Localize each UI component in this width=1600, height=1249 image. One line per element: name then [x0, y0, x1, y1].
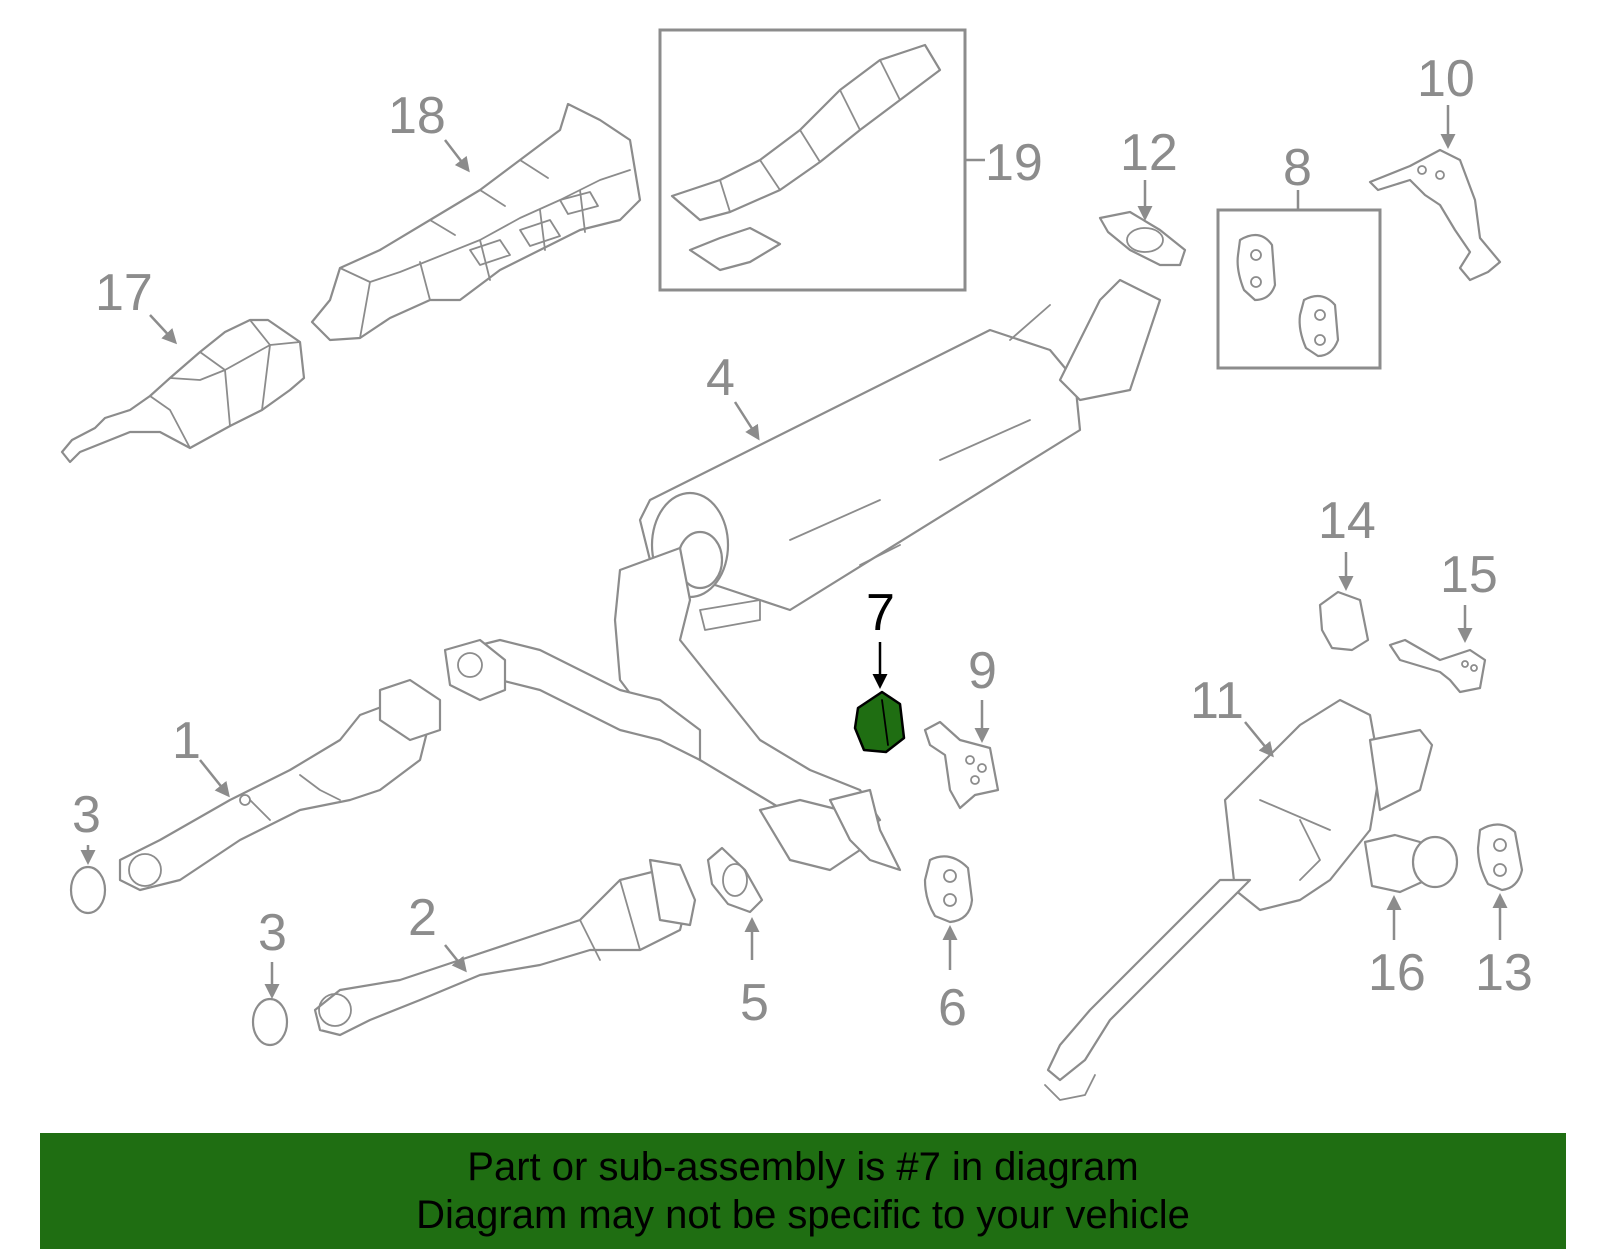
part-6-hanger [923, 855, 974, 924]
callout-10: 10 [1417, 50, 1475, 108]
part-7-highlighted [853, 690, 906, 754]
part-3-gasket-lower [251, 997, 289, 1047]
callout-7: 7 [866, 584, 895, 642]
callout-8: 8 [1283, 139, 1312, 197]
part-17-heat-shield [60, 318, 306, 464]
callout-2: 2 [408, 889, 437, 947]
callout-13: 13 [1475, 944, 1533, 1002]
callout-3-lower: 3 [258, 904, 287, 962]
callout-18: 18 [388, 87, 446, 145]
part-1-front-pipe [118, 678, 442, 892]
callout-6: 6 [938, 979, 967, 1037]
callout-17: 17 [95, 264, 153, 322]
banner-line-2: Diagram may not be specific to your vehi… [416, 1193, 1190, 1237]
part-19-box [658, 28, 967, 292]
arrow-4 [733, 401, 760, 441]
callout-3-upper: 3 [72, 786, 101, 844]
part-8-box [1216, 208, 1382, 370]
part-16-hanger [1363, 833, 1459, 894]
callout-4: 4 [706, 349, 735, 407]
part-10-bracket [1368, 148, 1502, 282]
callout-11: 11 [1190, 672, 1244, 730]
arrow-1 [199, 759, 230, 798]
part-9-bracket [923, 720, 1000, 810]
arrow-11 [1244, 721, 1274, 758]
part-3-gasket-upper [69, 865, 107, 915]
callout-5: 5 [740, 974, 769, 1032]
part-info-banner: Part or sub-assembly is #7 in diagram Di… [40, 1133, 1566, 1249]
callout-19: 19 [985, 134, 1043, 192]
part-18-heat-shield [310, 102, 642, 342]
part-12-gasket [1098, 210, 1187, 267]
callout-16: 16 [1368, 944, 1426, 1002]
callout-12: 12 [1120, 124, 1178, 182]
part-4-muffler [638, 278, 1162, 631]
callout-9: 9 [968, 642, 997, 700]
part-11-rear-muffler [1044, 698, 1434, 1101]
part-2-pipe [313, 858, 697, 1037]
callout-15: 15 [1440, 546, 1498, 604]
part-13-hanger [1476, 823, 1524, 892]
callout-1: 1 [172, 712, 201, 770]
banner-line-1: Part or sub-assembly is #7 in diagram [467, 1145, 1139, 1189]
arrow-2 [444, 944, 467, 973]
callout-14: 14 [1318, 492, 1376, 550]
part-14-cushion [1318, 590, 1370, 652]
arrow-18 [444, 139, 470, 173]
part-center-pipe [443, 546, 902, 872]
arrow-17 [149, 314, 178, 345]
part-5-gasket [706, 846, 764, 914]
part-15-bracket [1388, 638, 1487, 694]
